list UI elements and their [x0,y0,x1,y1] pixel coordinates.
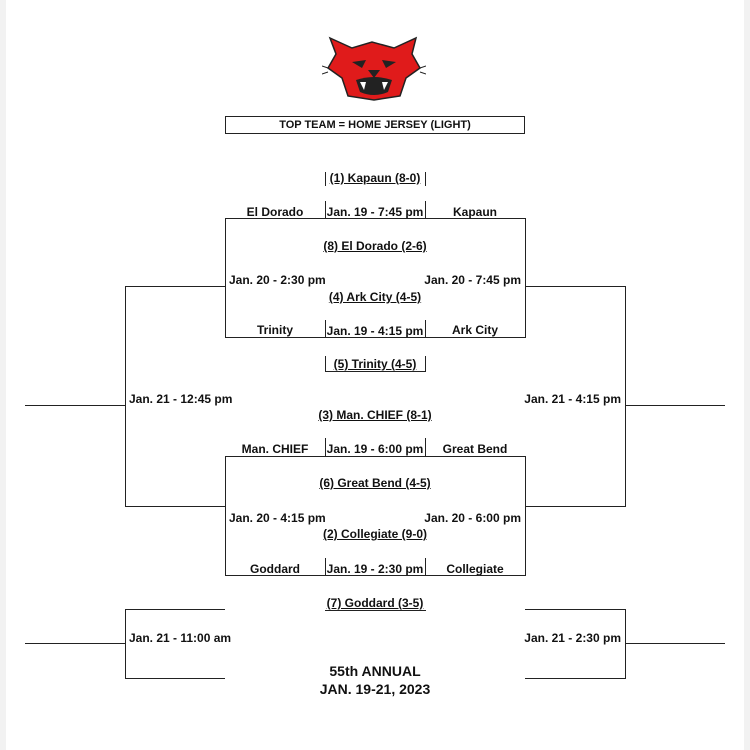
game2-date: Jan. 19 - 4:15 pm [326,324,424,338]
date-divider [325,438,326,456]
game1-date: Jan. 19 - 7:45 pm [326,205,424,219]
game4-right-team: Collegiate [446,562,504,576]
seed-3-label: (3) Man. CHIEF (8-1) [318,408,432,422]
date-divider [425,201,426,219]
game1-right-team: Kapaun [452,205,498,219]
right-semi-side [625,286,626,507]
date-divider [325,201,326,219]
left-final-date: Jan. 21 - 12:45 pm [129,392,233,406]
left-low-out-line [25,643,125,644]
seed-6-label: (6) Great Bend (4-5) [319,476,431,490]
bracket-left-side-top [225,218,226,338]
footer-dates: JAN. 19-21, 2023 [319,681,431,697]
game3-right-team: Great Bend [442,442,508,456]
date-divider [325,558,326,576]
left-final-line [25,405,125,406]
seed-2-label: (2) Collegiate (9-0) [322,527,428,541]
seed-4-label: (4) Ark City (4-5) [328,290,422,304]
bracket-sheet [6,0,744,750]
right-low-side [625,609,626,679]
right-low-bottom-line [525,678,625,679]
game2-left-team: Trinity [256,323,294,337]
left-semi-top-line [125,286,225,287]
game4-left-team: Goddard [250,562,300,576]
right-low-top-line [525,609,625,610]
right-semi-top-line [525,286,625,287]
home-jersey-note: TOP TEAM = HOME JERSEY (LIGHT) [225,116,525,134]
game1-line [225,218,525,219]
bracket-right-side-bottom [525,456,526,576]
seed-underline [325,371,426,372]
right-semi-bottom-line [525,506,625,507]
date-divider [425,558,426,576]
date-divider [425,320,426,338]
left-low-side [125,609,126,679]
right-low-date: Jan. 21 - 2:30 pm [524,631,621,645]
seed-1-label: (1) Kapaun (8-0) [329,171,421,185]
semi-bottom-left-date: Jan. 20 - 4:15 pm [229,511,326,525]
game3-left-team: Man. CHIEF [241,442,309,456]
bracket-right-side-top [525,218,526,338]
right-final-date: Jan. 21 - 4:15 pm [524,392,621,406]
seed-5-label: (5) Trinity (4-5) [333,357,417,371]
seed-tick [325,356,326,372]
seed-8-label: (8) El Dorado (2-6) [323,239,427,253]
semi-top-right-date: Jan. 20 - 7:45 pm [424,273,521,287]
game1-left-team: El Dorado [246,205,304,219]
game2-line [225,337,525,338]
wildcat-mascot-icon [322,36,426,101]
left-semi-side [125,286,126,507]
left-low-top-line [125,609,225,610]
seed-tick [425,356,426,372]
right-final-line [625,405,725,406]
seed-7-label: (7) Goddard (3-5) [326,596,424,610]
semi-top-left-date: Jan. 20 - 2:30 pm [229,273,326,287]
game4-line [225,575,525,576]
date-divider [325,320,326,338]
left-low-bottom-line [125,678,225,679]
seed-tick [425,172,426,186]
date-divider [425,438,426,456]
left-semi-bottom-line [125,506,225,507]
bracket-left-side-bottom [225,456,226,576]
game2-right-team: Ark City [451,323,499,337]
footer-annual: 55th ANNUAL [329,663,421,679]
right-low-out-line [625,643,725,644]
left-low-date: Jan. 21 - 11:00 am [129,631,232,645]
game3-date: Jan. 19 - 6:00 pm [326,442,424,456]
game4-date: Jan. 19 - 2:30 pm [326,562,424,576]
seed-underline [325,610,426,611]
semi-bottom-right-date: Jan. 20 - 6:00 pm [424,511,521,525]
game3-line [225,456,525,457]
seed-tick [325,172,326,186]
